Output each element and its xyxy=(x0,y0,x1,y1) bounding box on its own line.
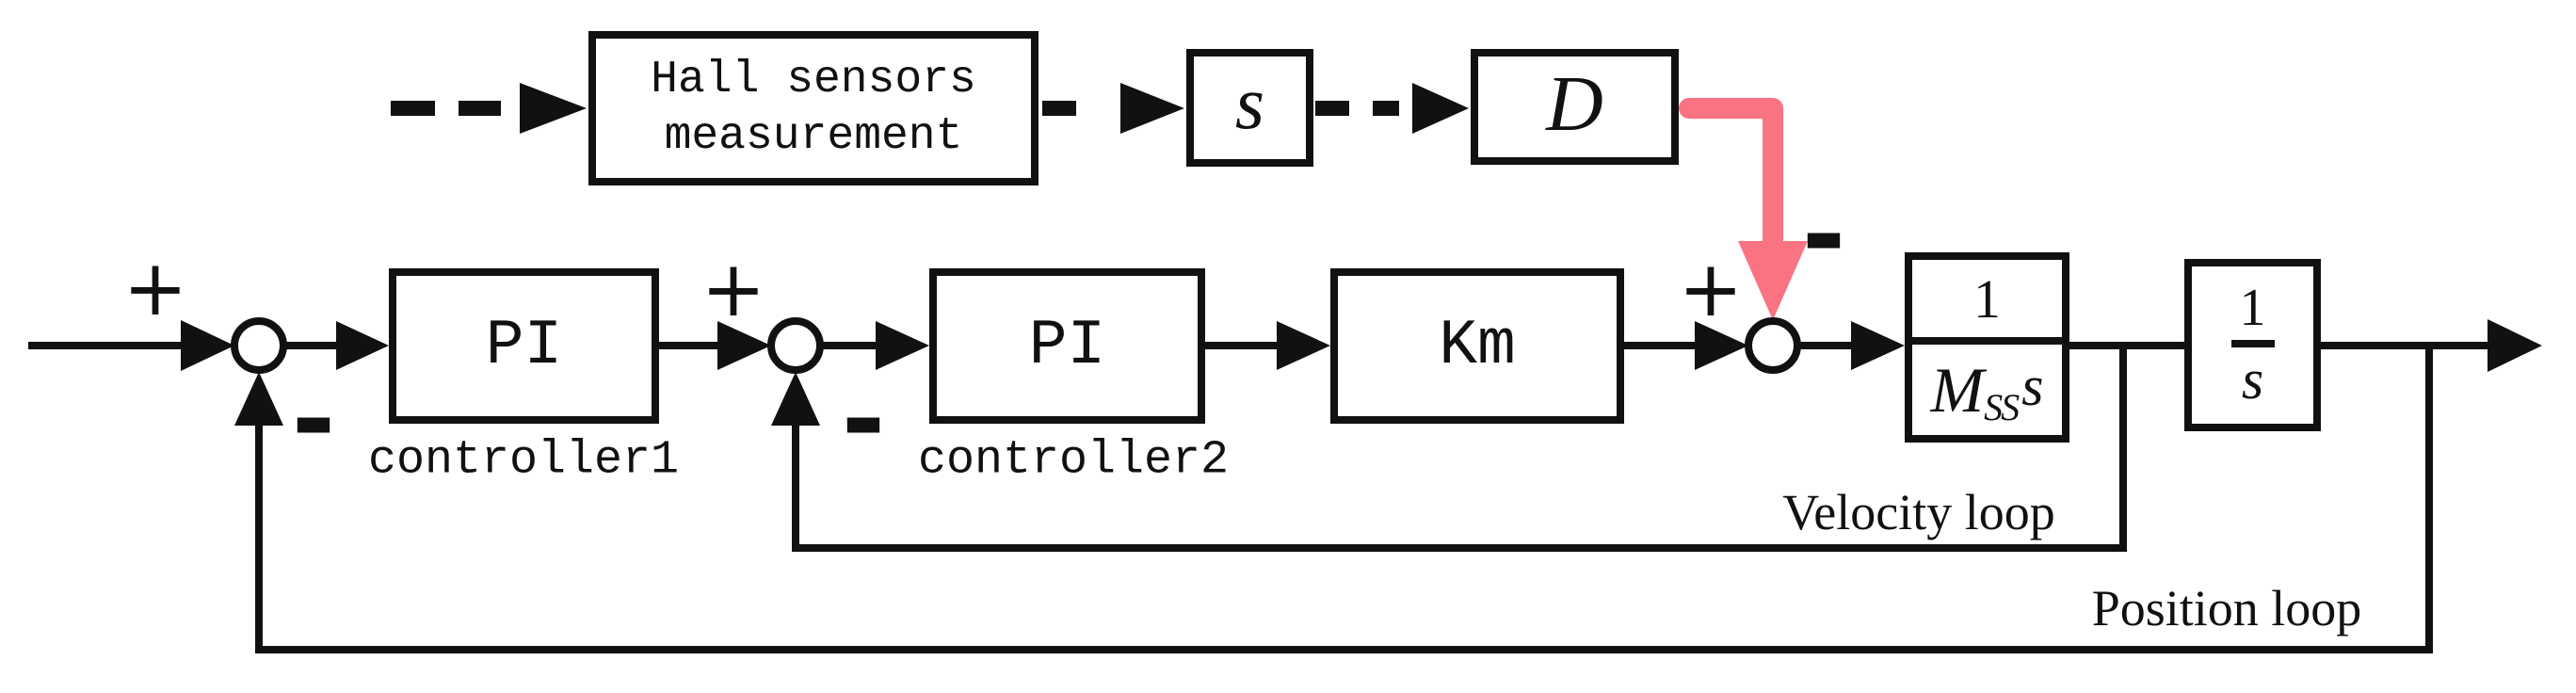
position-loop-caption: Position loop xyxy=(2091,580,2362,637)
d-block-label: D xyxy=(1546,60,1603,148)
pi-controller1-block: PI xyxy=(389,268,659,424)
sum3-minus-sign: - xyxy=(1801,174,1846,297)
hall-box-line1: Hall sensors xyxy=(651,55,976,105)
disturbance-arrow xyxy=(1679,98,1808,320)
sum3-plus-sign: + xyxy=(1678,245,1744,334)
arrow-into-sum3-icon xyxy=(1695,321,1748,370)
arrow-into-sum2-icon xyxy=(717,321,771,370)
signal-lines xyxy=(28,342,2487,653)
arrow-into-km-icon xyxy=(1277,321,1330,370)
plant-numerator: 1 xyxy=(1912,260,2062,345)
pi2-label: PI xyxy=(1028,310,1106,382)
plant-den-s: s xyxy=(2021,354,2044,417)
sum-junction-3 xyxy=(1745,317,1801,374)
plant-den-subscript: SS xyxy=(1984,385,2020,428)
controller2-caption: controller2 xyxy=(917,433,1230,488)
position-feedback-line xyxy=(255,346,2433,653)
arrow-into-pi1-icon xyxy=(336,321,389,370)
integrator-denominator: s xyxy=(2241,347,2264,411)
integrator-fraction-bar xyxy=(2230,339,2275,347)
controller1-caption: controller1 xyxy=(367,433,680,488)
sum2-plus-sign: + xyxy=(700,245,766,334)
arrow-into-s-box-icon xyxy=(1120,83,1184,134)
arrow-into-sum1-icon xyxy=(181,320,234,371)
sum2-minus-sign: - xyxy=(841,359,886,481)
pi1-label: PI xyxy=(485,310,563,382)
integrator-block: 1 s xyxy=(2184,259,2321,431)
velocity-feedback-line xyxy=(792,346,2127,552)
arrowheads xyxy=(181,83,2542,426)
arrow-into-d-box-icon xyxy=(1412,83,1469,134)
hall-sensors-box: Hall sensors measurement xyxy=(588,31,1038,185)
summing-junctions xyxy=(231,317,1801,374)
position-feedback-arrow-icon xyxy=(234,372,283,426)
km-block: Km xyxy=(1330,268,1624,424)
arrow-into-pi2-icon xyxy=(876,321,929,370)
sum1-plus-sign: + xyxy=(122,244,188,333)
plant-den-M: M xyxy=(1930,353,1985,426)
sum-junction-2 xyxy=(767,317,824,374)
sum-junction-1 xyxy=(231,317,287,374)
arrow-into-hall-box-icon xyxy=(520,83,587,134)
hall-box-line2: measurement xyxy=(664,111,963,162)
arrow-into-plant-icon xyxy=(1851,321,1905,370)
integrator-numerator: 1 xyxy=(2239,278,2266,337)
km-label: Km xyxy=(1439,310,1516,382)
velocity-loop-caption: Velocity loop xyxy=(1782,484,2055,540)
s-block: s xyxy=(1186,49,1313,167)
d-block: D xyxy=(1471,49,1679,165)
velocity-feedback-arrow-icon xyxy=(771,372,820,426)
output-arrow-icon xyxy=(2487,319,2542,372)
pi-controller2-block: PI xyxy=(929,268,1205,424)
disturbance-arrowhead-icon xyxy=(1738,241,1808,320)
s-block-label: s xyxy=(1234,62,1265,145)
sum1-minus-sign: - xyxy=(291,359,336,481)
